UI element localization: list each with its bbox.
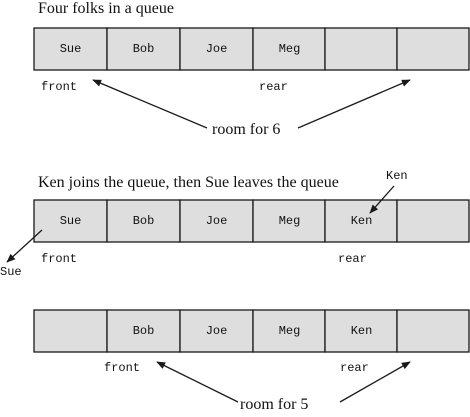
queue-cell <box>106 309 181 353</box>
queue-cell <box>324 27 398 71</box>
room-arrow-right <box>339 361 411 403</box>
room-label: room for 6 <box>212 121 281 138</box>
rear-label: rear <box>340 361 369 375</box>
queue-cell <box>252 199 326 243</box>
front-label: front <box>104 361 141 375</box>
ken-incoming-label: Ken <box>386 169 408 183</box>
rear-label: rear <box>259 80 288 94</box>
sue-leaves-arrow <box>6 229 43 263</box>
cell-label: Joe <box>205 324 228 338</box>
front-label: front <box>41 252 78 266</box>
cell-label: Bob <box>132 42 155 56</box>
queue-row-2 <box>33 199 470 243</box>
cell-label: Ken <box>350 214 373 228</box>
cell-label: Sue <box>59 214 82 228</box>
queue-cell <box>179 199 254 243</box>
queue-cell <box>396 199 470 243</box>
room-label: room for 5 <box>240 396 309 413</box>
cell-label: Meg <box>278 42 301 56</box>
cell-label: Joe <box>205 42 228 56</box>
room-arrow-left <box>92 79 208 129</box>
queue-cell <box>33 199 108 243</box>
queue-cell <box>396 309 470 353</box>
rear-label: rear <box>338 252 367 266</box>
queue-cell <box>179 309 254 353</box>
cell-label: Bob <box>132 214 155 228</box>
front-label: front <box>41 80 78 94</box>
cell-label: Meg <box>278 214 301 228</box>
queue-cell <box>33 27 108 71</box>
queue-row-3 <box>33 309 470 353</box>
room-arrow-left <box>156 361 239 403</box>
queue-cell <box>252 309 326 353</box>
cell-label: Sue <box>59 42 82 56</box>
cell-label: Joe <box>205 214 228 228</box>
queue-cell <box>106 199 181 243</box>
queue-cell <box>106 27 181 71</box>
queue-cell <box>179 27 254 71</box>
cell-label: Meg <box>278 324 301 338</box>
queue-cell <box>396 27 470 71</box>
diagram-1-caption: Four folks in a queue <box>38 0 174 17</box>
diagram-2-caption: Ken joins the queue, then Sue leaves the… <box>38 174 339 191</box>
sue-outgoing-label: Sue <box>0 265 22 279</box>
queue-cell <box>324 309 398 353</box>
queue-cell <box>33 309 108 353</box>
cell-label: Bob <box>132 324 155 338</box>
cell-label: Ken <box>350 324 373 338</box>
queue-row-1 <box>33 27 470 71</box>
ken-joins-arrow <box>369 185 395 214</box>
room-arrow-right <box>297 79 411 129</box>
